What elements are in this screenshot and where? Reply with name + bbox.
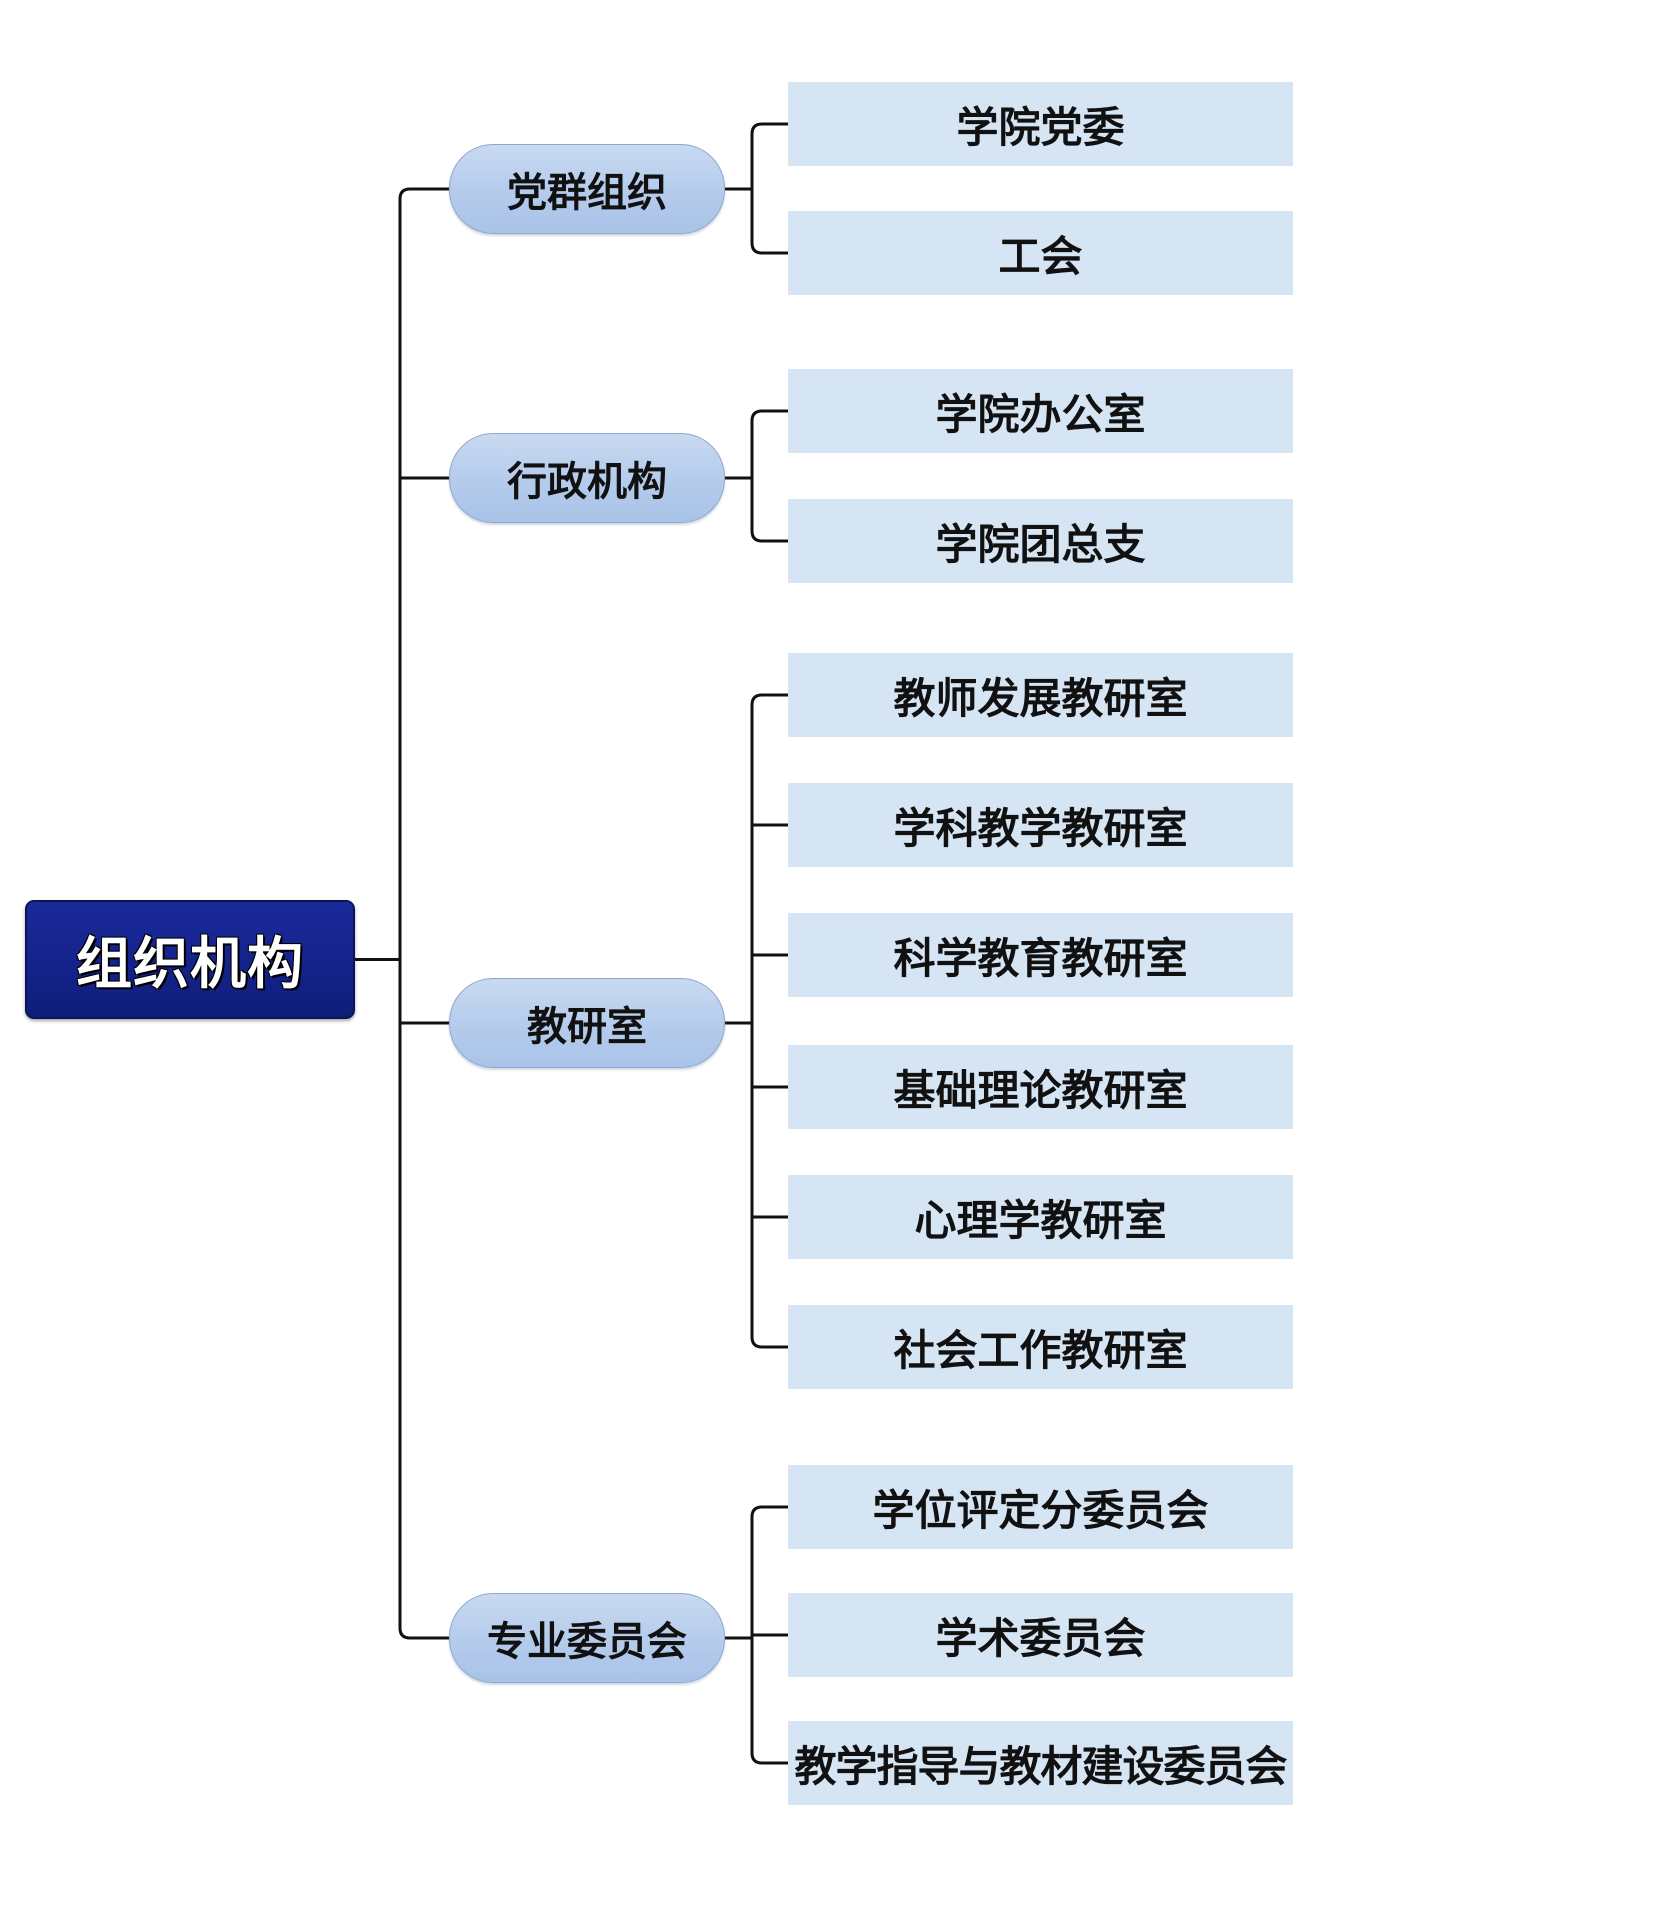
- leaf-connector: [750, 122, 788, 135]
- leaf-label: 教学指导与教材建设委员会: [794, 1741, 1287, 1791]
- group-label: 专业委员会: [487, 1619, 687, 1665]
- group-node-teaching-research: 教研室: [449, 978, 725, 1068]
- leaf-label: 基础理论教研室: [893, 1065, 1188, 1115]
- leaf-node: 心理学教研室: [788, 1175, 1293, 1259]
- leaf-label: 社会工作教研室: [893, 1325, 1188, 1375]
- root-node: 组织机构: [25, 900, 355, 1019]
- leaf-connector: [750, 530, 788, 543]
- group-label: 党群组织: [507, 170, 667, 216]
- leaf-connector: [750, 693, 788, 706]
- leaf-node: 学术委员会: [788, 1593, 1293, 1677]
- leaf-node: 学科教学教研室: [788, 783, 1293, 867]
- leaf-node: 学位评定分委员会: [788, 1465, 1293, 1549]
- root-label: 组织机构: [76, 932, 304, 997]
- leaf-label: 科学教育教研室: [893, 933, 1188, 983]
- group-node-committees: 专业委员会: [449, 1593, 725, 1683]
- leaf-connector: [750, 1336, 788, 1349]
- group-connector: [398, 187, 449, 200]
- leaf-node: 学院办公室: [788, 369, 1293, 453]
- leaf-label: 教师发展教研室: [893, 673, 1188, 723]
- group-label: 行政机构: [507, 459, 667, 505]
- leaf-node: 工会: [788, 211, 1293, 295]
- leaf-node: 教师发展教研室: [788, 653, 1293, 737]
- group-connector: [398, 1627, 449, 1640]
- leaf-connector: [750, 1505, 788, 1518]
- leaf-label: 学院办公室: [935, 389, 1146, 439]
- leaf-label: 工会: [998, 231, 1083, 281]
- leaf-label: 学院党委: [956, 102, 1125, 152]
- leaf-node: 学院党委: [788, 82, 1293, 166]
- leaf-connector: [750, 409, 788, 422]
- leaf-node: 教学指导与教材建设委员会: [788, 1721, 1293, 1805]
- leaf-connector: [750, 242, 788, 255]
- leaf-node: 基础理论教研室: [788, 1045, 1293, 1129]
- leaf-label: 心理学教研室: [914, 1195, 1167, 1245]
- group-label: 教研室: [527, 1004, 647, 1050]
- leaf-connector: [750, 1752, 788, 1765]
- leaf-label: 学科教学教研室: [893, 803, 1188, 853]
- leaf-node: 学院团总支: [788, 499, 1293, 583]
- group-node-party: 党群组织: [449, 144, 725, 234]
- group-node-admin: 行政机构: [449, 433, 725, 523]
- leaf-label: 学院团总支: [935, 519, 1146, 569]
- leaf-label: 学位评定分委员会: [872, 1485, 1209, 1535]
- leaf-node: 科学教育教研室: [788, 913, 1293, 997]
- leaf-label: 学术委员会: [935, 1613, 1146, 1663]
- leaf-node: 社会工作教研室: [788, 1305, 1293, 1389]
